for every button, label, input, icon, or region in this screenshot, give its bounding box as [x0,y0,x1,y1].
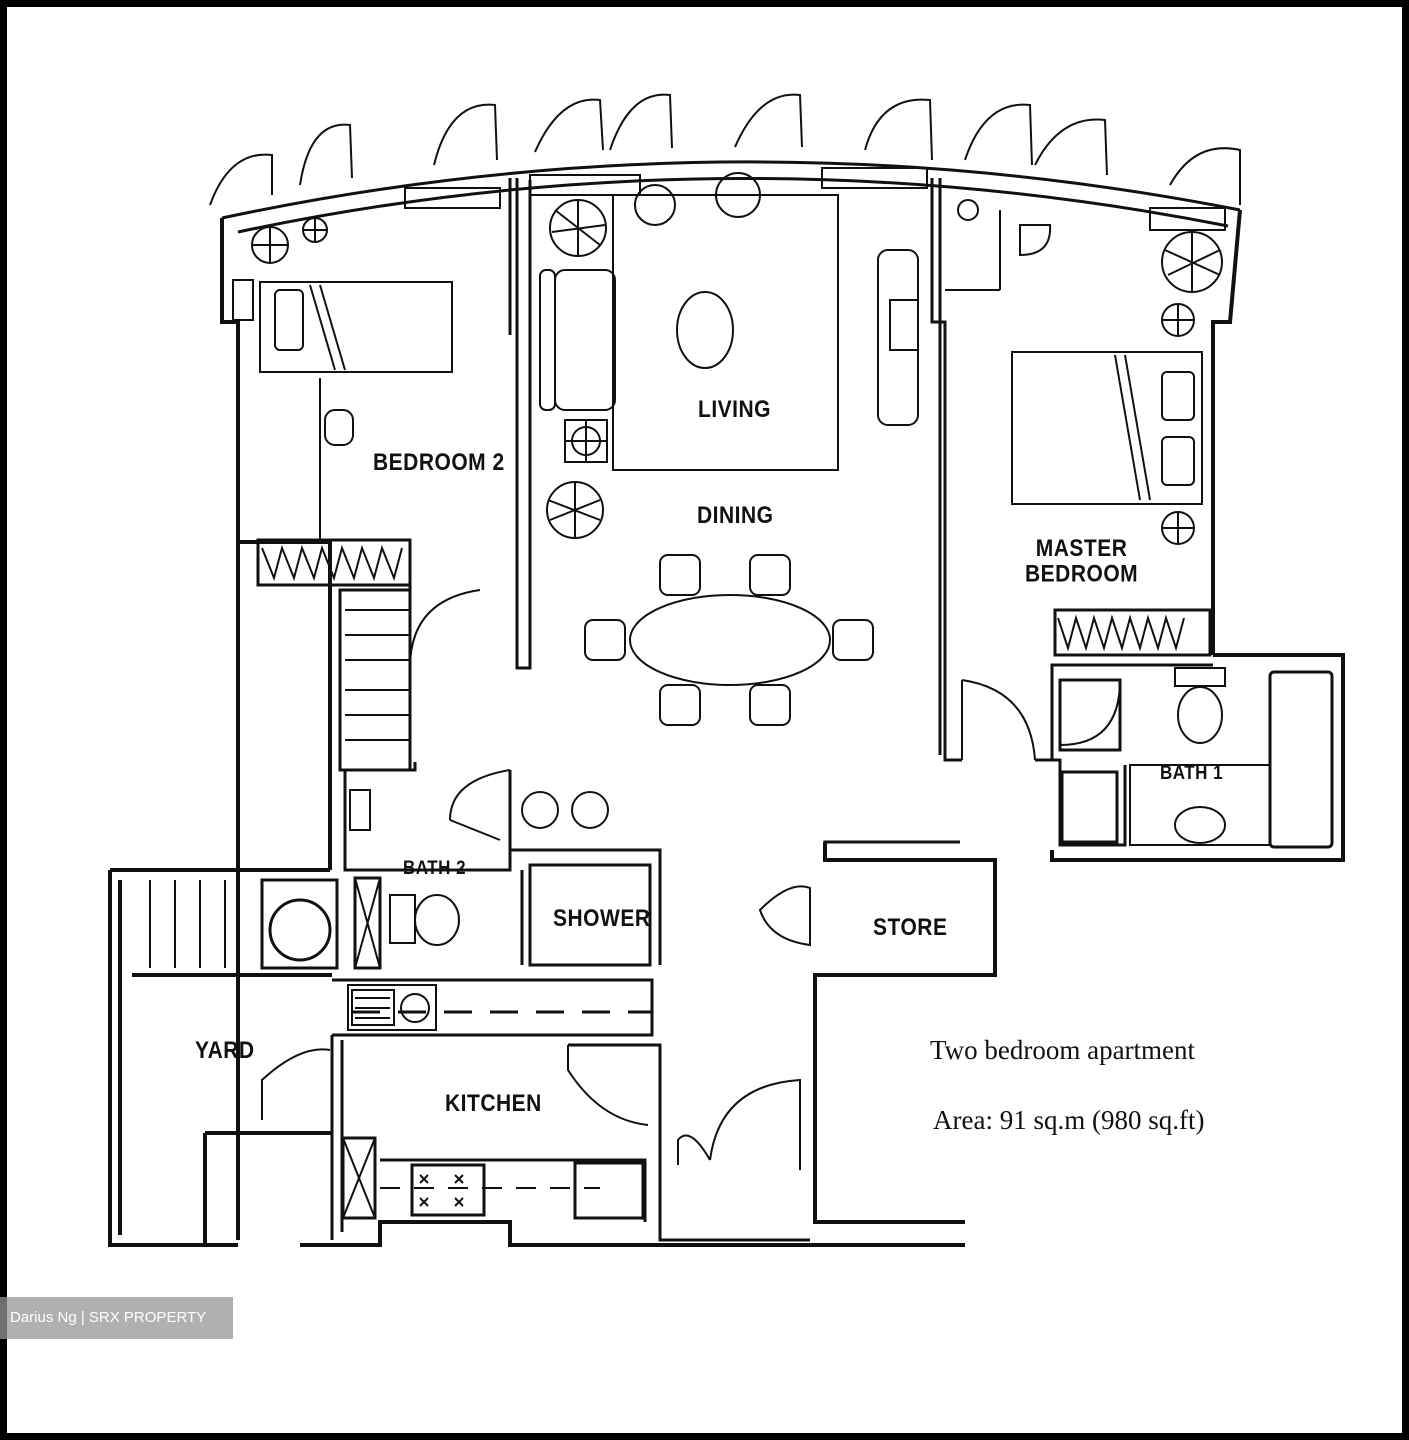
room-label-store: STORE [873,914,948,941]
caption-title: Two bedroom apartment [930,1035,1196,1065]
room-label-bedroom-2: BEDROOM 2 [373,449,505,476]
room-label-yard: YARD [195,1037,255,1064]
room-label-bath-1: BATH 1 [1160,761,1224,784]
interior-walls [149,178,1334,1242]
planter-strips [232,167,1226,321]
room-label-master-line2: BEDROOM [1025,560,1139,588]
watermark: Darius Ng | SRX PROPERTY [0,1297,233,1339]
room-label-living: LIVING [698,396,772,423]
caption-area: Area: 91 sq.m (980 sq.ft) [933,1105,1205,1135]
bay-windows [209,93,1241,206]
room-label-kitchen: KITCHEN [445,1090,542,1117]
furniture [251,172,1271,1207]
room-label-master-bedroom: MASTER BEDROOM [1025,535,1139,588]
outer-walls [108,209,1345,1247]
room-label-master-line1: MASTER [1035,535,1128,562]
room-label-bath-2: BATH 2 [403,856,467,879]
facade-inner-curve [237,177,1229,234]
room-label-dining: DINING [697,502,774,529]
facade-outer-curve [221,160,1241,220]
room-label-shower: SHOWER [553,905,651,932]
